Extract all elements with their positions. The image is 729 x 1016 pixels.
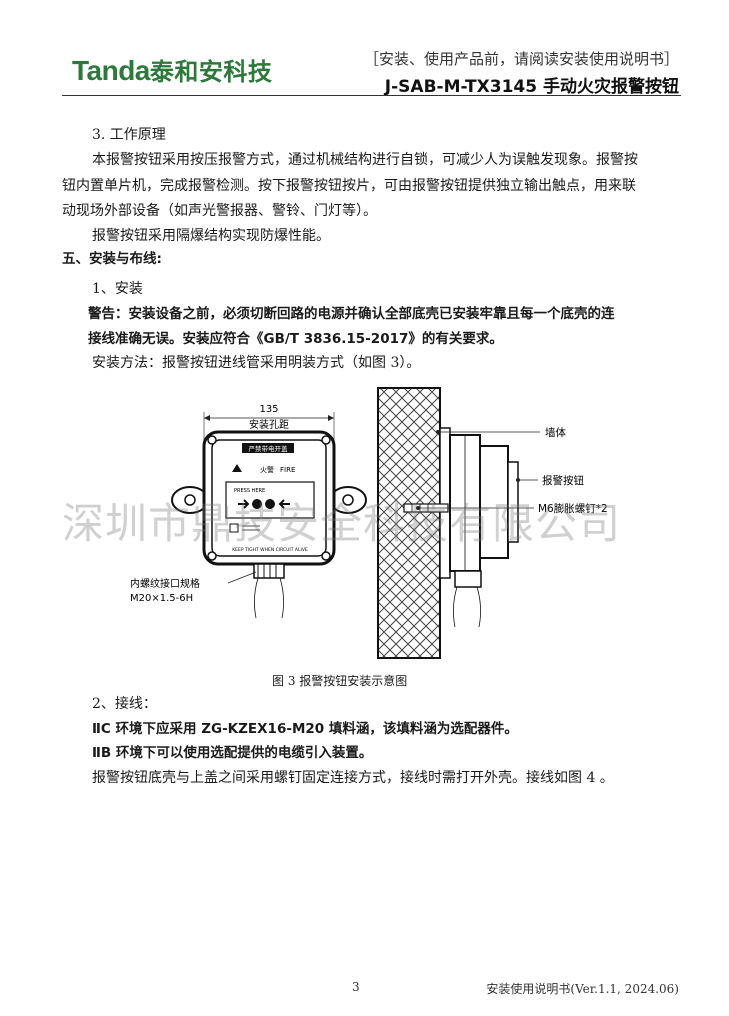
wiring-paragraph: 报警按钮底壳与上盖之间采用螺钉固定连接方式，接线时需打开外壳。接线如图 4 。 xyxy=(92,770,614,786)
section-3-paragraph-2: 报警按钮采用隔爆结构实现防爆性能。 xyxy=(92,228,330,244)
company-watermark: 深圳市鼎技安全科技有限公司 xyxy=(62,499,622,548)
section-3-paragraph-line-3: 动现场外部设备（如声光警报器、警铃、门灯等）。 xyxy=(62,203,377,219)
panel-press-here: PRESS HERE xyxy=(234,488,265,494)
callout-screw: M6膨胀螺钉*2 xyxy=(538,502,608,515)
figure-3-install-diagram: 135 安装孔距 严禁带电开盖 火警 FIRE PRESS HERE KEEP … xyxy=(130,387,608,659)
page-number: 3 xyxy=(352,980,360,994)
install-method: 安装方法：报警按钮进线管采用明装方式（如图 3）。 xyxy=(92,355,421,371)
fire-icon xyxy=(232,464,242,472)
header-divider xyxy=(62,95,681,96)
panel-fire-en: FIRE xyxy=(280,466,295,474)
install-subtitle: 1、安装 xyxy=(92,281,143,297)
press-point-icon xyxy=(252,499,262,509)
side-callouts: 墙体 报警按钮 M6膨胀螺钉*2 xyxy=(416,426,608,515)
panel-bottom-warning: KEEP TIGHT WHEN CIRCUIT ALIVE xyxy=(232,547,308,553)
section-3-title: 3. 工作原理 xyxy=(92,127,166,143)
section-3-paragraph-line-2: 钮内置单片机，完成报警检测。按下报警按钮按片，可由报警按钮提供独立输出触点，用来… xyxy=(62,178,636,194)
figure-3-caption: 图 3 报警按钮安装示意图 xyxy=(272,674,408,688)
callout-button: 报警按钮 xyxy=(542,474,584,487)
header-reading-note: ［安装、使用产品前，请阅读安装使用说明书］ xyxy=(363,50,679,68)
manual-version: 安装使用说明书(Ver.1.1, 2024.06) xyxy=(486,982,679,996)
panel-top-warning: 严禁带电开盖 xyxy=(249,444,289,453)
iic-environment-line: ⅡC 环境下应采用 ZG-KZEX16-M20 填料涵，该填料涵为选配器件。 xyxy=(92,721,518,737)
section-3-paragraph-line-1: 本报警按钮采用按压报警方式，通过机械结构进行自锁，可减少人为误触发现象。报警按 xyxy=(92,152,638,168)
logo-latin-text: Tanda xyxy=(72,55,150,86)
thread-label-2: M20×1.5-6H xyxy=(130,593,193,604)
arrow-left-icon xyxy=(278,499,290,509)
thread-spec-callout: 内螺纹接口规格 M20×1.5-6H xyxy=(130,571,257,604)
iib-environment-line: ⅡB 环境下可以使用选配提供的电缆引入装置。 xyxy=(92,745,373,761)
section-5-title: 五、安装与布线: xyxy=(62,251,162,267)
warning-line-1: 警告：安装设备之前，必须切断回路的电源并确认全部底壳已安装牢靠且每一个底壳的连 xyxy=(88,306,615,322)
dimension-annotation: 135 安装孔距 xyxy=(203,404,335,500)
wiring-subtitle: 2、接线： xyxy=(92,696,157,712)
button-front-view: 严禁带电开盖 火警 FIRE PRESS HERE KEEP TIGHT WHE… xyxy=(171,430,367,619)
logo-chinese-text: 泰和安科技 xyxy=(149,59,273,86)
dimension-value: 135 xyxy=(259,404,278,415)
brand-logo: Tanda泰和安科技 xyxy=(72,52,272,87)
panel-fire-cn: 火警 xyxy=(260,465,274,474)
document-title: J-SAB-M-TX3145 手动火灾报警按钮 xyxy=(384,77,679,97)
dimension-label: 安装孔距 xyxy=(249,418,289,431)
arrow-right-icon xyxy=(238,499,250,509)
callout-wall: 墙体 xyxy=(545,426,566,439)
thread-label-1: 内螺纹接口规格 xyxy=(130,577,200,590)
warning-line-2: 接线准确无误。安装应符合《GB/T 3836.15-2017》的有关要求。 xyxy=(88,331,503,347)
